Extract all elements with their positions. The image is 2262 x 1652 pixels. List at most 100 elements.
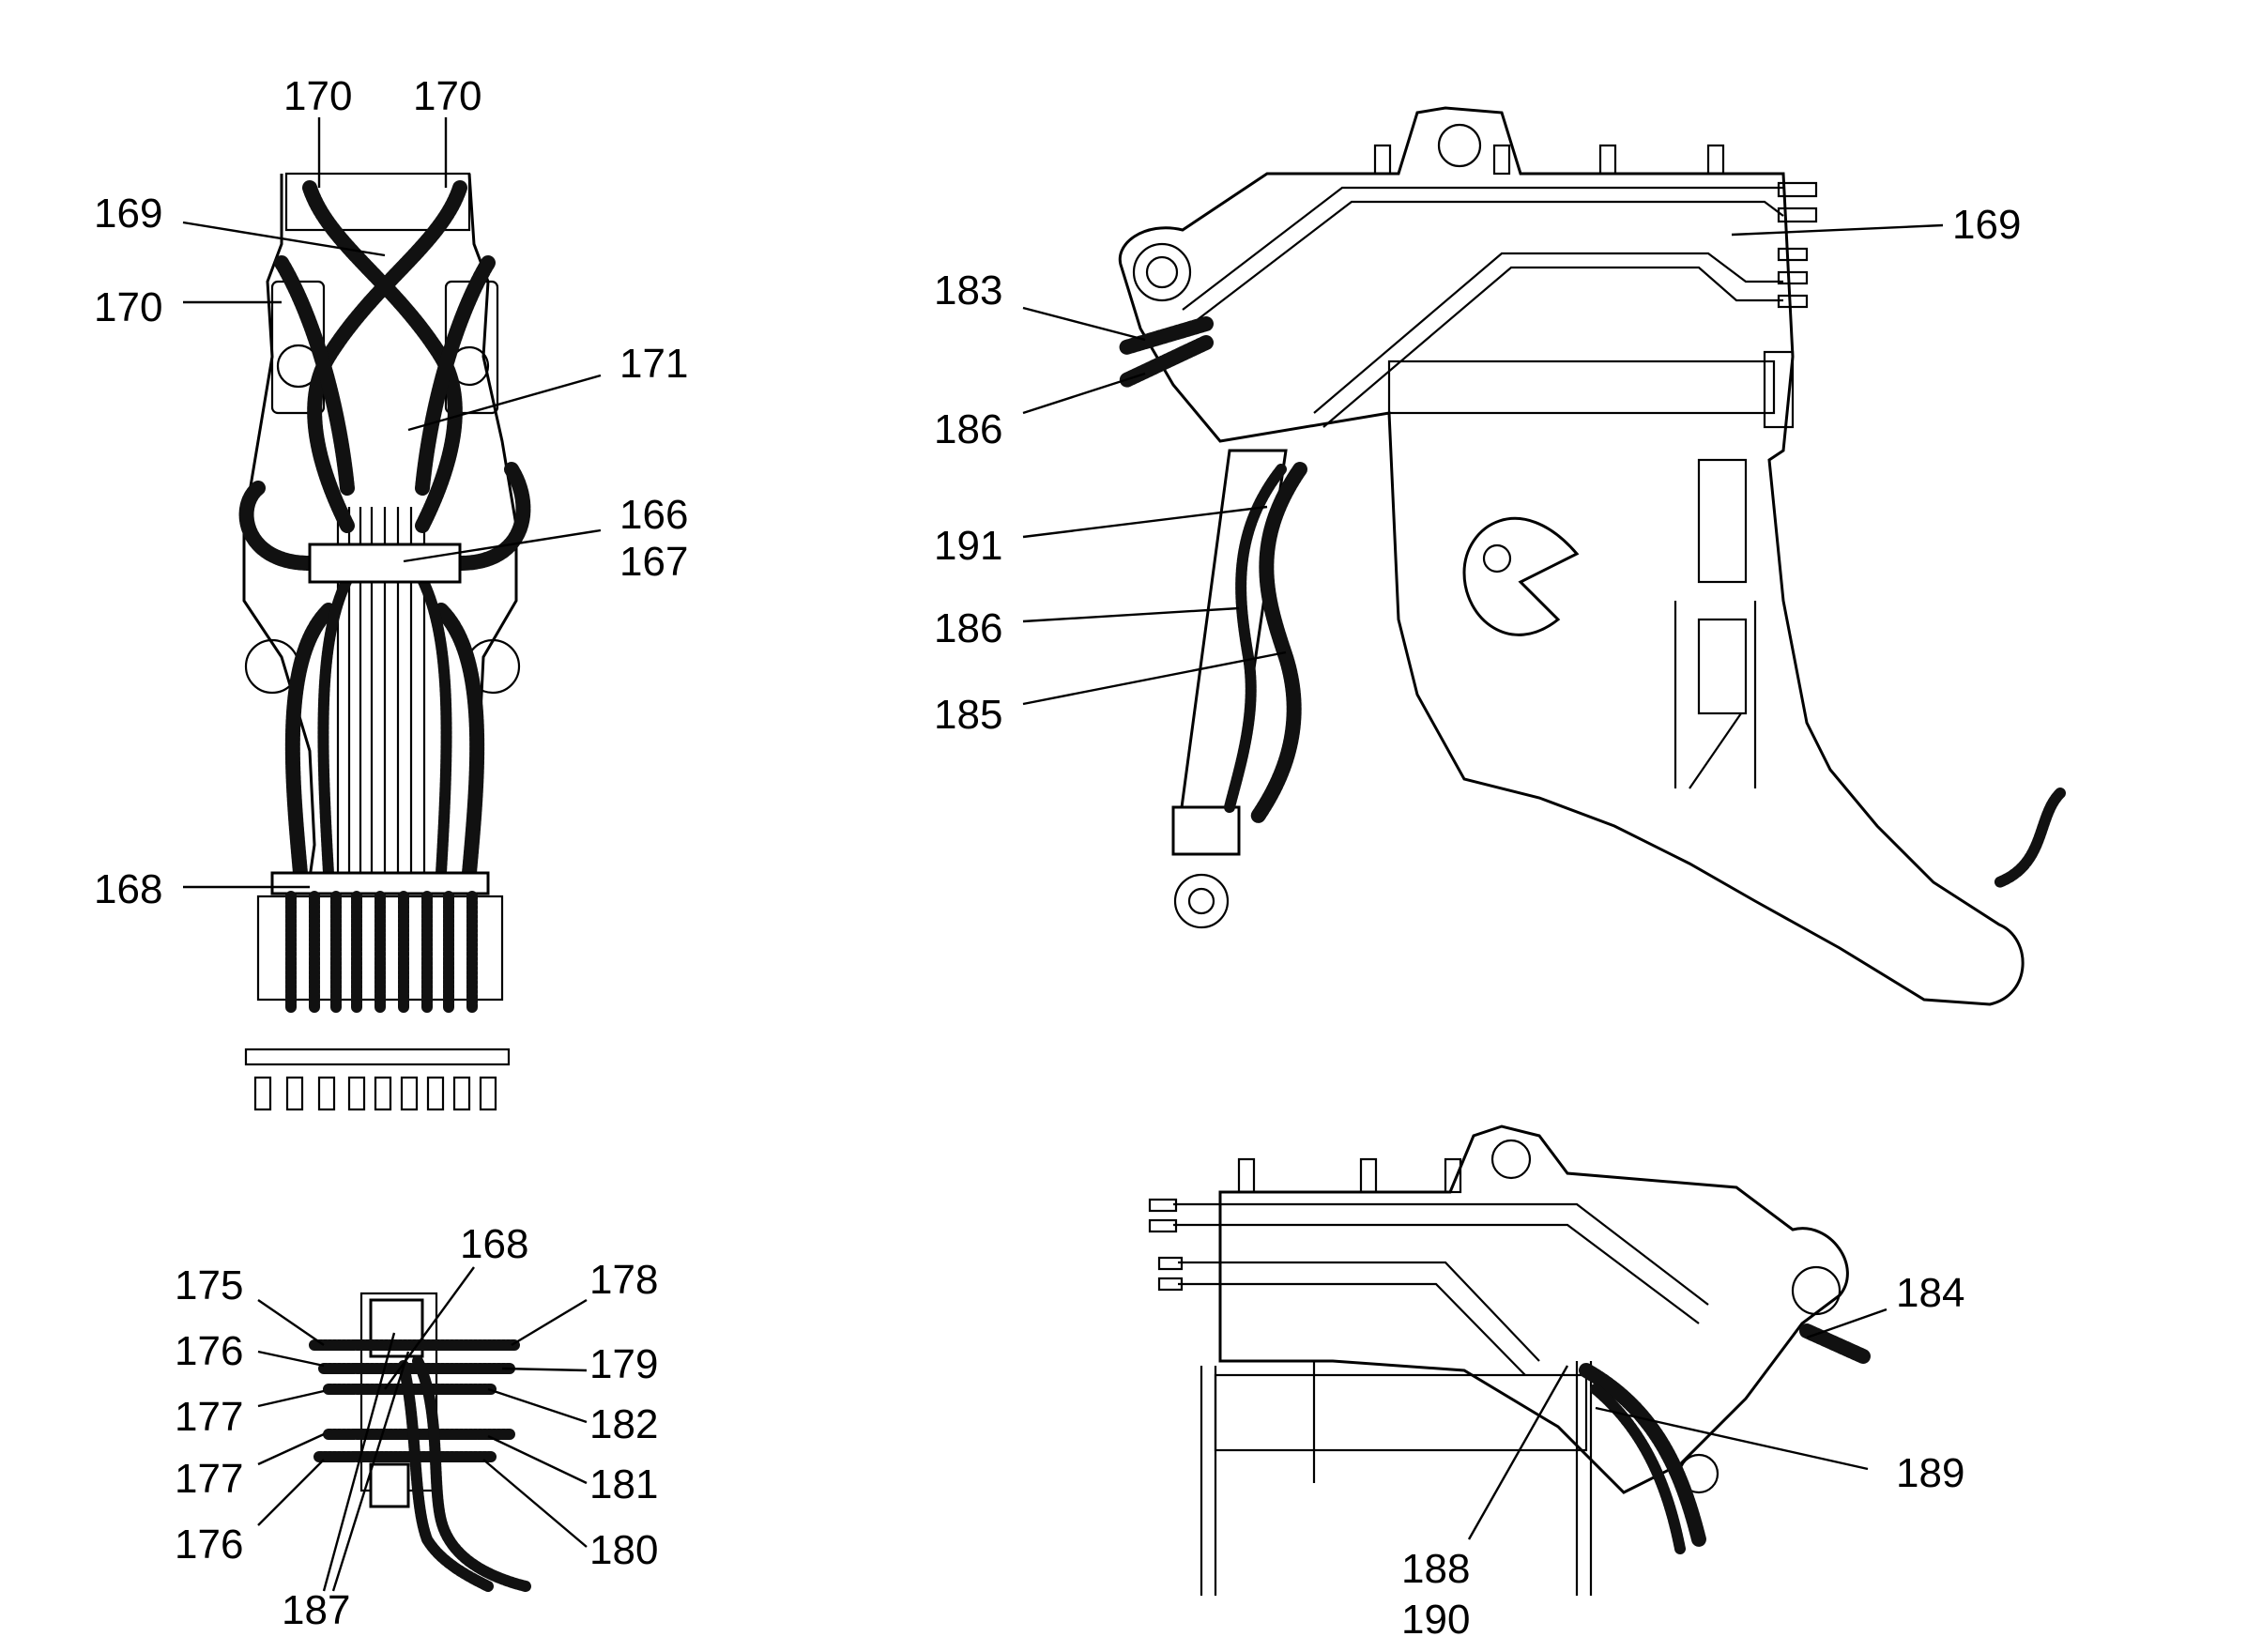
leader-186-top [1022,372,1146,415]
callout-179: 179 [589,1341,658,1387]
leader-179 [501,1367,588,1372]
boom-lug-1 [1373,144,1392,176]
right-tube-fittings [1777,181,1818,309]
leader-169-right [1731,223,1944,237]
cross-tube [1387,359,1776,415]
leader-188-190 [1467,1365,1569,1540]
hose-far-right [1994,788,2066,888]
leader-166-167 [403,528,602,563]
view-top-right-boom-side: 169 183 186 191 186 185 [934,106,2066,1006]
leader-185 [1022,650,1287,706]
hose-right-long [434,603,485,880]
callout-176b: 176 [175,1522,243,1568]
top-tube-1 [1182,186,1783,311]
boom-lug-3 [1598,144,1617,176]
leader-177b [257,1432,325,1466]
callout-167: 167 [619,539,688,585]
callout-185: 185 [934,692,1002,738]
callout-169-right: 169 [1952,202,2021,248]
bottom-hose-ends [285,891,478,1015]
callout-181: 181 [589,1461,658,1507]
inner-strut [1674,601,1757,789]
frame-top-block [284,172,471,232]
boom2-cross-tube [1214,1373,1588,1452]
leader-176b [257,1459,325,1526]
view-top-left-hose-routing: 170 170 169 170 171 166 167 168 [94,73,688,1111]
hose-186-lower [1224,464,1287,813]
callout-176a: 176 [175,1328,243,1374]
leader-182 [487,1387,588,1424]
lift-cylinder-eye-inner [1187,887,1215,915]
callout-186b: 186 [934,605,1002,651]
boom2-tube-3 [1178,1261,1540,1362]
leader-181 [487,1434,588,1485]
leader-177a [257,1389,325,1408]
manifold-block [308,543,462,584]
loose-fittings [253,1076,497,1111]
boom2-tube-1 [1173,1202,1709,1306]
leader-191 [1022,505,1268,539]
leader-175 [257,1299,325,1346]
callout-188: 188 [1401,1546,1470,1592]
callout-182: 182 [589,1401,658,1447]
boom-left-eye-inner [1145,255,1179,289]
callout-170b: 170 [413,73,481,119]
leader-187a [322,1332,396,1592]
callout-184: 184 [1896,1270,1964,1316]
leader-189 [1595,1406,1869,1471]
quadrant-plate [1462,516,1580,636]
hose-crossing-4 [415,255,496,496]
manifold-hose-down-2 [398,1360,494,1592]
boom2-left-posts [1200,1361,1593,1596]
callout-178: 178 [589,1257,658,1303]
leader-178 [511,1298,588,1347]
boom-top-eye [1437,123,1482,168]
callout-175: 175 [175,1262,243,1308]
hose-crossing-3 [274,255,355,496]
callout-169: 169 [94,191,162,237]
inner-cylinder-upper [1697,458,1748,584]
center-tubes [336,507,426,873]
hose-189-a [1579,1363,1706,1547]
boom-outline [1118,106,2025,1006]
leader-171 [407,374,602,432]
callout-186a: 186 [934,406,1002,452]
lift-cylinder-head [1171,805,1241,856]
view-bottom-left-manifold: 168 175 176 177 177 176 187 178 179 182 … [175,1221,658,1633]
hose-189-b [1590,1384,1686,1554]
leader-168-bottom [384,1266,475,1390]
leader-187b [331,1351,410,1592]
leader-176a [257,1350,325,1368]
leader-169-left [182,221,386,257]
top-tube-4 [1322,266,1783,428]
boom2-tube-4 [1178,1282,1526,1376]
boom2-top-eye [1490,1139,1532,1180]
hose-mid-left [317,558,362,879]
cross-tube-end [1763,350,1795,429]
hose-left-loop [238,481,317,571]
boom2-right-eye [1791,1265,1842,1316]
leader-184 [1806,1308,1888,1339]
boom2-outline [1218,1124,1849,1494]
callout-170c: 170 [94,284,162,330]
boom2-left-fittings [1148,1198,1184,1292]
boom2-lugs [1237,1157,1462,1194]
hose-mid-right [407,558,452,879]
top-tube-2 [1191,200,1784,325]
callout-180: 180 [589,1527,658,1573]
boom-left-eye [1132,242,1192,302]
view-bottom-right-boom-top: 184 189 188 190 [1148,1124,1964,1643]
hose-183 [1119,316,1214,355]
callout-190: 190 [1401,1597,1470,1643]
callout-191: 191 [934,523,1002,569]
leader-180 [482,1459,588,1548]
callout-166: 166 [619,492,688,538]
callout-168-top: 168 [94,866,162,912]
callout-183: 183 [934,268,1002,314]
hose-right-loop [452,462,531,571]
hose-185 [1250,462,1307,824]
connector-bar [270,871,490,895]
callout-177a: 177 [175,1394,243,1440]
leader-186-lower [1022,606,1240,623]
